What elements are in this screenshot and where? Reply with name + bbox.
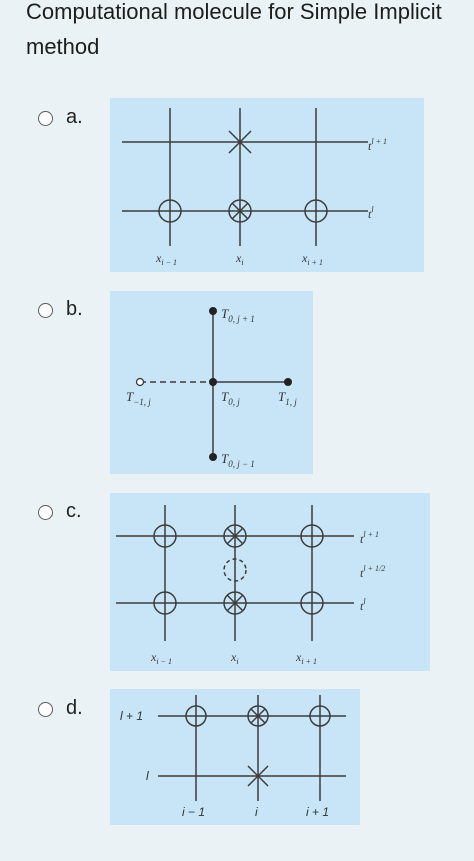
time-label-upper-sup: l + 1 <box>363 530 379 539</box>
time-label-lower: l <box>146 769 149 783</box>
circle-node-icon <box>300 524 324 548</box>
node-top-sub: 0, j + 1 <box>228 314 255 324</box>
cross-node-icon <box>228 130 252 154</box>
cross-node-icon <box>247 765 269 787</box>
space-label-left: x <box>155 251 162 265</box>
node-right-sub: 1, j <box>285 397 297 407</box>
radio-option-b[interactable] <box>38 303 53 318</box>
time-label-lower-sup: l <box>371 205 374 214</box>
node-right-dot <box>284 378 292 386</box>
circled-cross-node-icon <box>223 524 247 548</box>
diagram-a-panel: tl + 1 tl xi − 1 xi xi + 1 <box>110 98 424 272</box>
node-center-dot <box>209 378 217 386</box>
diagram-b-panel: T0, j + 1 T−1, j T0, j T1, j T0, j − 1 <box>110 291 313 474</box>
circle-node-icon <box>304 199 328 223</box>
space-label-right: i + 1 <box>306 805 329 819</box>
node-left-ghost-dot <box>135 377 145 387</box>
svg-text:tl + 1/2: tl + 1/2 <box>360 564 385 580</box>
svg-text:T0, j + 1: T0, j + 1 <box>221 306 255 324</box>
space-label-right: x <box>295 650 302 664</box>
node-bottom-sub: 0, j − 1 <box>228 459 255 469</box>
space-label-right: x <box>301 251 308 265</box>
node-center-label: T <box>221 389 229 404</box>
svg-text:xi + 1: xi + 1 <box>295 650 317 666</box>
time-label-middle-sup: l + 1/2 <box>363 564 385 573</box>
circled-cross-node-icon <box>247 705 269 727</box>
time-label-middle: t <box>360 566 364 580</box>
node-left-sub: −1, j <box>133 397 151 407</box>
node-left-label: T <box>126 389 134 404</box>
svg-text:tl: tl <box>368 205 374 221</box>
svg-text:xi − 1: xi − 1 <box>155 251 177 267</box>
node-top-dot <box>209 307 217 315</box>
svg-text:tl + 1: tl + 1 <box>368 137 387 153</box>
radio-option-d[interactable] <box>38 702 53 717</box>
time-label-lower-sup: l <box>363 597 366 606</box>
space-label-left-sub: i − 1 <box>161 258 177 267</box>
svg-text:xi − 1: xi − 1 <box>150 650 172 666</box>
radio-option-a[interactable] <box>38 111 53 126</box>
circle-node-icon <box>153 524 177 548</box>
diagram-b: T0, j + 1 T−1, j T0, j T1, j T0, j − 1 <box>126 306 297 469</box>
option-c-label: c. <box>66 500 82 522</box>
circle-node-icon <box>153 591 177 615</box>
svg-text:T0, j − 1: T0, j − 1 <box>221 451 255 469</box>
node-right-label: T <box>278 389 286 404</box>
node-bottom-label: T <box>221 451 229 466</box>
svg-text:tl: tl <box>360 597 366 613</box>
circle-node-icon <box>185 705 207 727</box>
space-label-center: x <box>230 650 237 664</box>
time-label-upper: t <box>360 532 364 546</box>
space-label-left: x <box>150 650 157 664</box>
option-b-label: b. <box>66 298 83 320</box>
svg-text:T0, j: T0, j <box>221 389 240 407</box>
svg-text:xi: xi <box>235 251 244 267</box>
time-label-lower: t <box>360 599 364 613</box>
diagram-c: tl + 1 tl + 1/2 tl xi − 1 xi xi + 1 <box>116 505 385 666</box>
diagram-d: l + 1 l i − 1 i i + 1 <box>120 695 346 819</box>
svg-text:tl + 1: tl + 1 <box>360 530 379 546</box>
dashed-circle-node-icon <box>223 558 247 582</box>
radio-option-c[interactable] <box>38 505 53 520</box>
space-label-right-sub: i + 1 <box>301 657 317 666</box>
node-bottom-dot <box>209 453 217 461</box>
space-label-center: i <box>255 805 258 819</box>
space-label-right-sub: i + 1 <box>307 258 323 267</box>
option-d-label: d. <box>66 697 83 719</box>
space-label-left: i − 1 <box>182 805 205 819</box>
circle-node-icon <box>158 199 182 223</box>
diagram-d-panel: l + 1 l i − 1 i i + 1 <box>110 689 360 825</box>
svg-text:xi + 1: xi + 1 <box>301 251 323 267</box>
node-center-sub: 0, j <box>228 397 240 407</box>
node-top-label: T <box>221 306 229 321</box>
circle-node-icon <box>309 705 331 727</box>
svg-text:T−1, j: T−1, j <box>126 389 151 407</box>
question-title: Computational molecule for Simple Implic… <box>26 0 442 59</box>
time-label-upper: l + 1 <box>120 709 143 723</box>
svg-text:T1, j: T1, j <box>278 389 297 407</box>
circled-cross-node-icon <box>223 591 247 615</box>
time-label-upper-sup: l + 1 <box>371 137 387 146</box>
space-label-center-sub: i <box>241 258 243 267</box>
svg-text:xi: xi <box>230 650 239 666</box>
space-label-center-sub: i <box>236 657 238 666</box>
diagram-a: tl + 1 tl xi − 1 xi xi + 1 <box>122 108 387 267</box>
diagram-c-panel: tl + 1 tl + 1/2 tl xi − 1 xi xi + 1 <box>110 493 430 671</box>
option-a-label: a. <box>66 106 83 128</box>
time-label-lower: t <box>368 207 372 221</box>
time-label-upper: t <box>368 139 372 153</box>
circle-node-icon <box>300 591 324 615</box>
space-label-center: x <box>235 251 242 265</box>
space-label-left-sub: i − 1 <box>156 657 172 666</box>
circled-cross-node-icon <box>228 199 252 223</box>
